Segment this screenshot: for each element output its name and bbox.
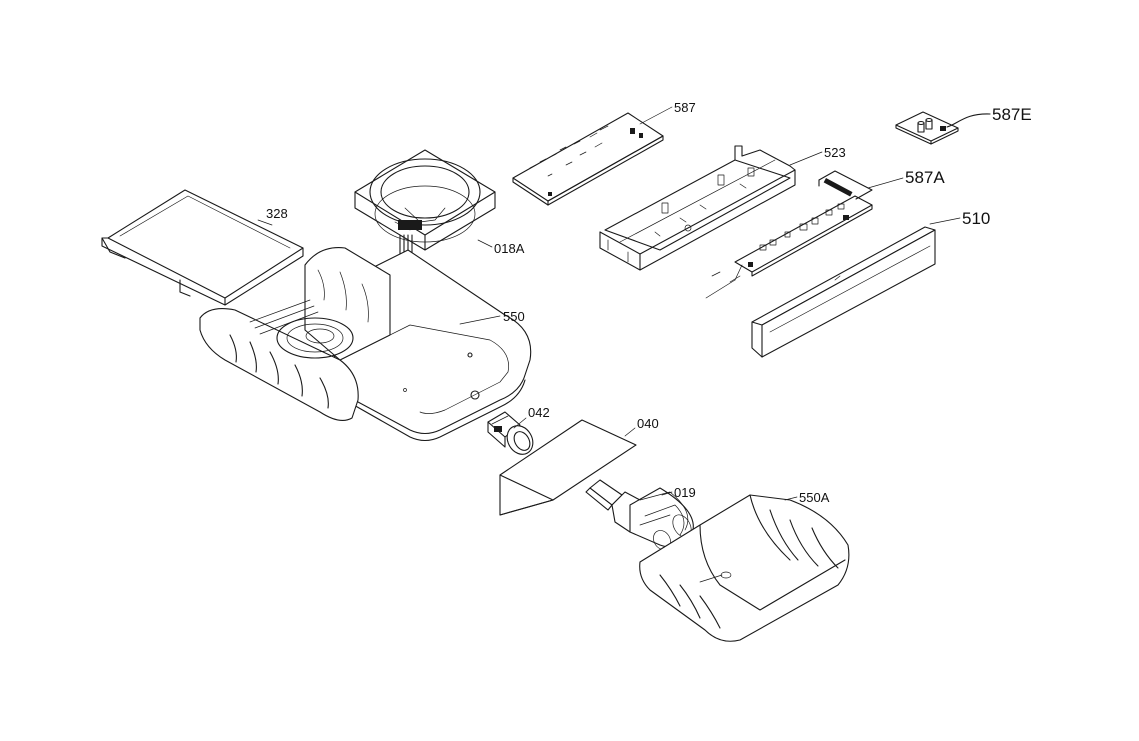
- part-523-tray: 523: [599, 145, 846, 271]
- callout-328-text: 328: [266, 206, 288, 221]
- part-510-strip: 510: [751, 209, 990, 358]
- part-550a-shell: 550A: [639, 490, 850, 642]
- callout-587e-text: 587E: [992, 105, 1032, 124]
- callout-550-text: 550: [503, 309, 525, 324]
- callout-042-text: 042: [528, 405, 550, 420]
- part-587e-board: 587E: [895, 105, 1032, 145]
- part-587a-board: 587A: [705, 168, 945, 299]
- part-042-socket: 042: [487, 405, 550, 455]
- part-019-bulb: 019: [585, 479, 696, 550]
- part-587-board: 587: [512, 100, 696, 206]
- callout-550a-text: 550A: [799, 490, 830, 505]
- part-550-base: 550: [199, 247, 532, 442]
- part-040-sheet: 040: [499, 416, 659, 516]
- callout-040-text: 040: [637, 416, 659, 431]
- callout-587-text: 587: [674, 100, 696, 115]
- callout-019-text: 019: [674, 485, 696, 500]
- callout-523-text: 523: [824, 145, 846, 160]
- callout-587a-text: 587A: [905, 168, 945, 187]
- callout-510-text: 510: [962, 209, 990, 228]
- part-328-lid: 328: [101, 189, 304, 306]
- callout-018a-text: 018A: [494, 241, 525, 256]
